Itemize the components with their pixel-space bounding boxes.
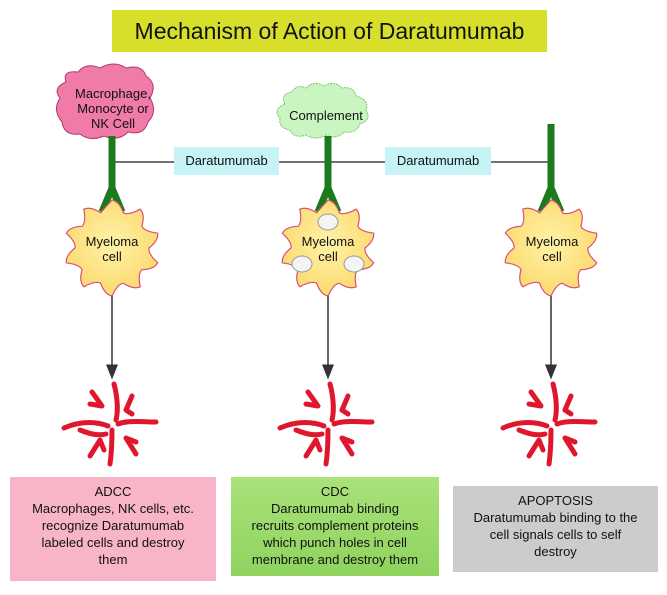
cell-burst-icon [339, 435, 355, 457]
outcome-box-apoptosis: APOPTOSIS Daratumumab binding to the cel… [453, 486, 658, 572]
daratumumab-label: Daratumumab [174, 147, 279, 175]
outcome-text-line: which punch holes in cell [263, 535, 407, 550]
cell-label-line: Myeloma [85, 234, 139, 249]
cell-burst-icon [327, 381, 336, 423]
effector-label-macrophage: Macrophage, Monocyte or NK Cell [58, 86, 168, 131]
cell-burst-icon [500, 420, 550, 431]
antibody-icon [537, 124, 565, 214]
outcome-text-line: Daratumumab binding to the [473, 510, 638, 525]
cell-burst-icon [526, 389, 544, 409]
cell-burst-icon [87, 437, 107, 459]
cell-burst-icon [554, 419, 598, 427]
outcome-heading: CDC [320, 484, 350, 499]
myeloma-cell-shape [504, 199, 598, 297]
effector-label-complement: Complement [289, 108, 363, 123]
outcome-text-line: recruits complement proteins [251, 518, 419, 533]
cell-burst-icon [61, 420, 111, 431]
cell-burst-icon [277, 420, 327, 431]
cell-burst-icon [303, 389, 321, 409]
outcome-heading: ADCC [94, 484, 132, 499]
membrane-hole-icon [291, 255, 313, 273]
membrane-hole-icon [343, 255, 365, 273]
outcome-box-cdc: CDC Daratumumab binding recruits complem… [231, 477, 439, 576]
myeloma-cell-shape [65, 199, 159, 297]
effector-label-line: NK Cell [90, 116, 136, 131]
cell-label-line: cell [318, 249, 338, 264]
cell-burst-icon [123, 435, 139, 457]
outcome-text-line: labeled cells and destroy [41, 535, 185, 550]
effector-label-line: Macrophage, [75, 86, 151, 101]
cell-burst-icon [77, 427, 109, 438]
myeloma-cell-label: Myeloma cell [72, 234, 152, 264]
cell-burst-icon [546, 427, 554, 467]
cell-label-line: cell [542, 249, 562, 264]
cell-burst-icon [303, 437, 323, 459]
outcome-text-line: destroy [534, 544, 577, 559]
cell-burst-icon [111, 381, 120, 423]
myeloma-cell-label: Myeloma cell [512, 234, 592, 264]
cell-label-line: Myeloma [525, 234, 579, 249]
diagram-title: Mechanism of Action of Daratumumab [112, 10, 547, 52]
cell-burst-icon [87, 389, 105, 409]
cell-burst-icon [323, 427, 331, 467]
daratumumab-label: Daratumumab [385, 147, 491, 175]
outcome-text-line: cell signals cells to self [489, 527, 622, 542]
cell-burst-icon [115, 419, 159, 427]
outcome-box-adcc: ADCC Macrophages, NK cells, etc. recogni… [10, 477, 216, 581]
outcome-text-line: them [98, 552, 128, 567]
outcome-text-line: recognize Daratumumab [41, 518, 185, 533]
myeloma-cell-label: Myeloma cell [288, 234, 368, 264]
cell-burst-icon [562, 393, 574, 417]
outcome-text-line: membrane and destroy them [251, 552, 419, 567]
cell-burst-icon [339, 393, 351, 417]
cell-burst-icon [293, 427, 325, 438]
cell-burst-icon [331, 419, 375, 427]
effector-label-line: Monocyte or [77, 101, 149, 116]
cell-burst-icon [550, 381, 559, 423]
cell-burst-icon [107, 427, 115, 467]
cell-burst-icon [562, 435, 578, 457]
outcome-heading: APOPTOSIS [518, 493, 593, 508]
cell-burst-icon [123, 393, 135, 417]
macrophage-cloud-shape [56, 63, 154, 140]
cell-label-line: Myeloma [301, 234, 355, 249]
cell-burst-icon [516, 427, 548, 438]
complement-cloud-shape [276, 82, 369, 139]
outcome-text-line: Daratumumab binding [271, 501, 399, 516]
outcome-text-line: Macrophages, NK cells, etc. [32, 501, 194, 516]
membrane-hole-icon [317, 213, 339, 231]
cell-label-line: cell [102, 249, 122, 264]
cell-burst-icon [526, 437, 546, 459]
